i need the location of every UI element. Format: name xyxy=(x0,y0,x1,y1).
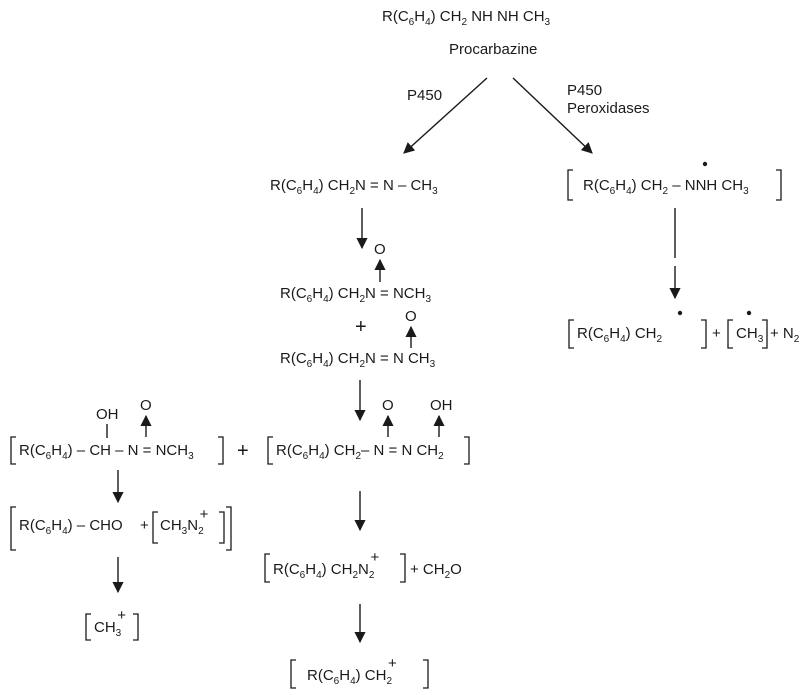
mid-hydroxy-oh: OH xyxy=(430,397,453,414)
methyl-cation-formula: CH3+ xyxy=(94,607,126,639)
azoxy-1-formula: R(C6H4) CH2N = NCH3 xyxy=(280,285,431,305)
methyldiazonium-bracket-close xyxy=(219,511,225,544)
radical-precursor-bracket-open xyxy=(567,169,573,201)
arrow-to-azo xyxy=(403,77,488,154)
right-enzyme-label-2: Peroxidases xyxy=(567,100,650,117)
mid-hydroxy-bracket-close xyxy=(464,436,470,465)
azoxy-2-oxygen: O xyxy=(405,308,417,325)
procarbazine-node: R(C6H4) CH2 NH NH CH3 Procarbazine xyxy=(382,8,551,58)
benzyl-cation-formula: R(C6H4) CH2+ xyxy=(307,655,397,687)
radical-dot-nitrogen xyxy=(702,161,708,167)
azoxy-1-oxygen: O xyxy=(374,241,386,258)
methyl-radical-bracket-close xyxy=(762,319,768,349)
methyl-cation-bracket-open xyxy=(85,613,91,641)
azoxy-1-node: O R(C6H4) CH2N = NCH3 xyxy=(280,241,431,305)
methyl-cation-node: CH3+ xyxy=(85,607,139,641)
left-hydroxy-oxygen: O xyxy=(140,397,152,414)
radical-precursor-bracket-close xyxy=(776,169,782,201)
azoxy-2-formula: R(C6H4) CH2N = N CH3 xyxy=(280,350,436,370)
benzyl-radical-formula: R(C6H4) CH2 xyxy=(577,325,663,345)
left-aldehyde-group: R(C6H4) – CHO + CH3N2+ xyxy=(10,506,232,551)
plus-left: + xyxy=(237,440,249,462)
plus-small: + xyxy=(140,517,149,534)
benzyldiazonium-formula: R(C6H4) CH2N2+ xyxy=(273,549,379,581)
right-enzyme-label-1: P450 xyxy=(567,82,602,99)
azo-procarbazine: R(C6H4) CH2N = N – CH3 xyxy=(270,177,438,197)
mid-hydroxy-oxygen: O xyxy=(382,397,394,414)
benzyldiazonium-bracket-close xyxy=(400,553,406,583)
aldehyde-formula: R(C6H4) – CHO xyxy=(19,517,123,537)
radical-products-node: R(C6H4) CH2 + CH3 + N2 xyxy=(568,310,800,349)
left-hydroxy-node: OH O R(C6H4) – CH – N = NCH3 xyxy=(10,397,224,465)
benzyl-cation-bracket-open xyxy=(290,659,296,689)
left-hydroxy-oh: OH xyxy=(96,406,119,423)
left-hydroxy-formula: R(C6H4) – CH – N = NCH3 xyxy=(19,442,194,462)
benzyldiazonium-node: R(C6H4) CH2N2+ + CH2O xyxy=(264,549,462,583)
benzyldiazonium-bracket-open xyxy=(264,553,270,583)
radical-precursor-node: R(C6H4) CH2 – NNH CH3 xyxy=(567,161,782,201)
procarbazine-name: Procarbazine xyxy=(449,41,537,58)
left-hydroxy-bracket-open xyxy=(10,436,16,465)
benzyl-radical-bracket-close xyxy=(701,319,707,349)
radical-precursor-formula: R(C6H4) CH2 – NNH CH3 xyxy=(583,177,749,197)
nitrogen-product: + N2 xyxy=(770,325,800,345)
left-enzyme-label: P450 xyxy=(407,87,442,104)
procarbazine-formula: R(C6H4) CH2 NH NH CH3 xyxy=(382,8,551,28)
methyl-radical-formula: CH3 xyxy=(736,325,764,345)
benzyl-radical-bracket-open xyxy=(568,319,574,349)
arrow-to-radical xyxy=(512,77,593,154)
formaldehyde-formula: + CH2O xyxy=(410,561,462,581)
mid-hydroxy-bracket-open xyxy=(267,436,273,465)
benzyl-cation-bracket-close xyxy=(423,659,429,689)
radical-plus-1: + xyxy=(712,325,721,342)
mid-hydroxy-node: O OH R(C6H4) CH2– N = N CH2 xyxy=(267,397,470,465)
plus-middle: + xyxy=(355,316,367,338)
azoxy-2-node: O R(C6H4) CH2N = N CH3 xyxy=(280,308,436,370)
benzyl-cation-node: R(C6H4) CH2+ xyxy=(290,655,429,689)
methyldiazonium-bracket-open xyxy=(152,511,158,544)
left-aldehyde-bracket-open xyxy=(10,506,16,551)
left-hydroxy-bracket-close xyxy=(218,436,224,465)
methyldiazonium-formula: CH3N2+ xyxy=(160,506,209,537)
radical-dot-benzyl xyxy=(677,310,683,316)
methyl-radical-bracket-open xyxy=(727,319,733,349)
mid-hydroxy-formula: R(C6H4) CH2– N = N CH2 xyxy=(276,442,444,462)
left-aldehyde-bracket-close xyxy=(226,506,232,551)
radical-dot-methyl xyxy=(746,310,752,316)
methyl-cation-bracket-close xyxy=(133,613,139,641)
